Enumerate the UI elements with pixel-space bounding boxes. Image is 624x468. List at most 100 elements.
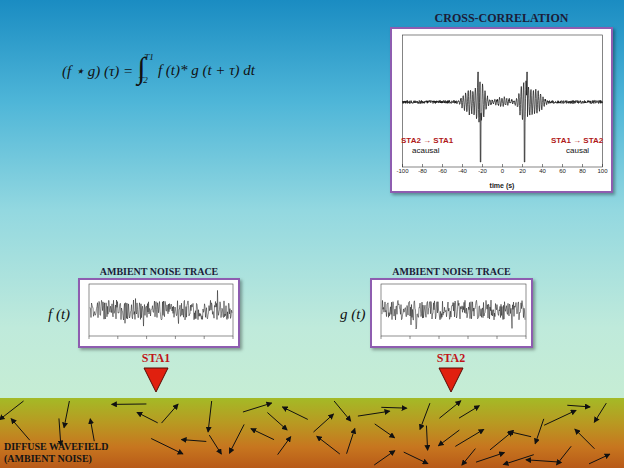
- station-marker: [439, 368, 463, 392]
- wave-arrow: [0, 401, 24, 420]
- station-label: STA2: [437, 351, 465, 366]
- tick-label: -80: [418, 168, 427, 174]
- wave-arrow: [208, 401, 212, 432]
- wavefield-label: DIFFUSE WAVEFIELD (AMBIENT NOISE): [4, 441, 116, 464]
- tick-label: 0: [501, 168, 504, 174]
- wave-arrow: [374, 451, 394, 465]
- wave-arrow: [151, 439, 183, 454]
- axis-tick: [497, 336, 498, 339]
- wave-arrow: [462, 449, 475, 465]
- wave-arrow: [557, 446, 572, 464]
- axis-tick: [89, 336, 90, 339]
- axis-tick: [117, 336, 118, 339]
- trace-plot-frame: AMBIENT NOISE TRACE: [78, 278, 240, 348]
- wave-arrow: [535, 419, 544, 444]
- axis-tick: [502, 164, 503, 167]
- wave-arrow: [137, 412, 158, 422]
- wave-arrow: [182, 440, 207, 442]
- direction-label: STA2 → STA1: [401, 136, 453, 145]
- axis-tick: [562, 164, 563, 167]
- noise-trace: [90, 290, 232, 326]
- noise-waveform: [372, 280, 531, 346]
- noise-waveform: [80, 280, 238, 346]
- wave-arrow: [589, 454, 610, 464]
- tick-label: -60: [438, 168, 447, 174]
- wave-arrow: [381, 407, 406, 409]
- wave-arrow: [439, 401, 460, 418]
- tick-label: 100: [597, 168, 607, 174]
- axis-tick: [526, 336, 527, 339]
- axis-tick: [582, 164, 583, 167]
- wave-arrow: [375, 424, 395, 438]
- wave-arrow: [334, 401, 351, 421]
- wave-arrow: [112, 403, 147, 404]
- wave-arrow: [90, 419, 94, 441]
- wave-arrow: [229, 424, 244, 453]
- plot-axes: [403, 35, 603, 167]
- tick-label: -20: [478, 168, 487, 174]
- wave-arrow: [267, 413, 287, 430]
- formula-part: f (t)* g (t + τ) dt: [158, 62, 255, 79]
- axis-tick: [410, 336, 411, 339]
- wave-arrow: [426, 426, 427, 450]
- direction-label: acausal: [412, 146, 440, 155]
- wave-arrow: [64, 401, 69, 428]
- wave-arrow: [347, 429, 355, 454]
- tick-label: -40: [458, 168, 467, 174]
- signal-name: g (t): [340, 306, 365, 323]
- axis-tick: [381, 336, 382, 339]
- wave-arrow: [358, 411, 390, 416]
- xcorr-trace: [403, 72, 603, 162]
- axis-tick: [233, 336, 234, 339]
- signal-name: f (t): [48, 306, 70, 323]
- wave-arrow: [11, 419, 30, 440]
- wave-arrow: [544, 410, 576, 425]
- wave-arrow: [209, 435, 221, 454]
- axis-tick: [522, 164, 523, 167]
- wavefield-arrows: [0, 401, 610, 465]
- direction-label: STA1 → STA2: [551, 136, 603, 145]
- wave-arrow: [459, 406, 479, 418]
- formula-part: (f ⋆ g) (τ) =: [62, 62, 133, 80]
- wave-arrow: [251, 429, 274, 440]
- ground-layer: [0, 398, 624, 468]
- wave-arrow: [313, 414, 333, 432]
- integral-limit: T1: [144, 52, 154, 62]
- integral-limit: T2: [138, 75, 148, 85]
- wave-arrow: [490, 431, 513, 450]
- axis-tick: [439, 336, 440, 339]
- trace-plot-frame: AMBIENT NOISE TRACE: [370, 278, 533, 348]
- panel-heading: CROSS-CORRELATION: [435, 11, 569, 26]
- wave-arrow: [278, 437, 291, 455]
- axis-title: time (s): [490, 182, 515, 189]
- wave-arrow: [243, 403, 272, 412]
- axis-tick: [482, 164, 483, 167]
- wave-arrow: [476, 453, 504, 462]
- wave-arrow: [575, 429, 595, 449]
- panel-heading: AMBIENT NOISE TRACE: [392, 266, 511, 277]
- wave-arrow: [509, 431, 532, 436]
- tick-label: 40: [539, 168, 546, 174]
- plot-axes: [381, 284, 526, 336]
- axis-tick: [402, 164, 403, 167]
- axis-tick: [175, 336, 176, 339]
- station-marker: [144, 368, 168, 392]
- tick-label: -100: [396, 168, 408, 174]
- panel-heading: AMBIENT NOISE TRACE: [100, 266, 219, 277]
- axis-tick: [542, 164, 543, 167]
- tick-label: 80: [579, 168, 586, 174]
- wave-arrow: [455, 429, 483, 446]
- wave-arrow: [594, 403, 606, 422]
- plot-axes: [89, 284, 233, 336]
- noise-trace: [382, 300, 525, 329]
- wave-arrow: [404, 452, 428, 464]
- axis-tick: [468, 336, 469, 339]
- station-label: STA1: [142, 351, 170, 366]
- axis-tick: [602, 164, 603, 167]
- wave-arrow: [420, 403, 430, 429]
- wave-arrow: [283, 407, 308, 419]
- wave-arrow: [162, 404, 178, 423]
- direction-label: causal: [566, 146, 589, 155]
- axis-tick: [462, 164, 463, 167]
- wave-arrow: [567, 405, 590, 407]
